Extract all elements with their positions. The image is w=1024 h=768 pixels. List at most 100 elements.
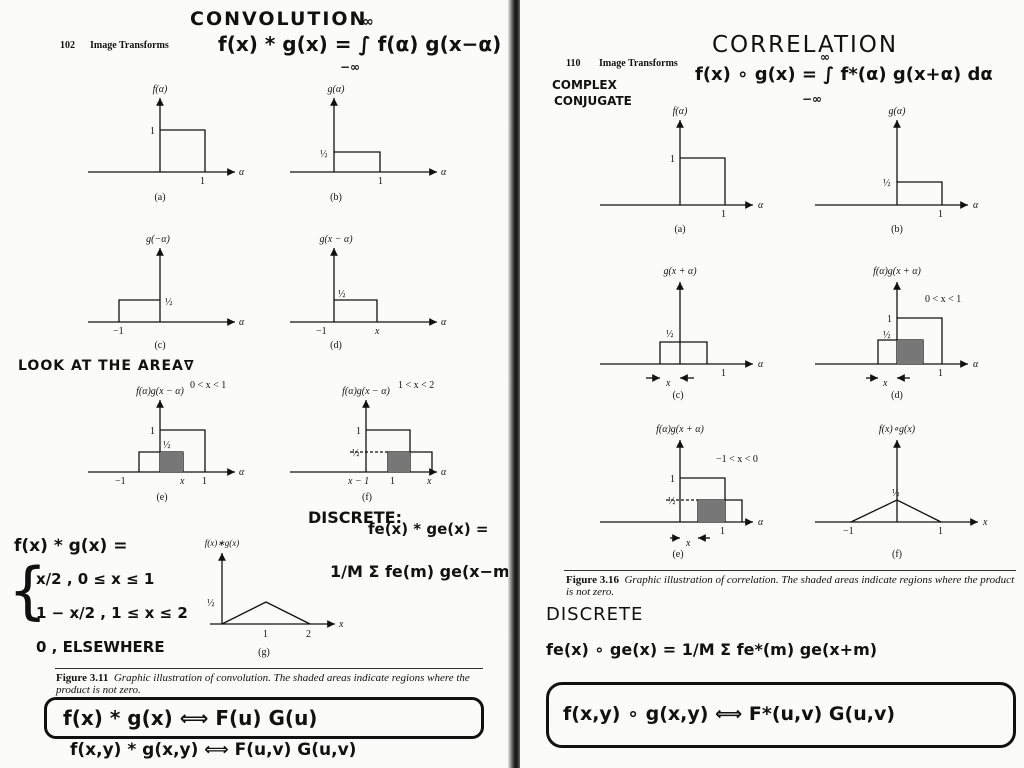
rfig-a-label: (a): [674, 224, 685, 235]
svg-text:1: 1: [150, 126, 155, 137]
svg-text:α: α: [758, 517, 764, 528]
piecewise-brace: {: [8, 554, 48, 627]
integral-lower-right: −∞: [802, 92, 823, 106]
note-complex: COMPLEX: [552, 78, 617, 92]
svg-text:−1: −1: [316, 326, 327, 337]
svg-text:α: α: [239, 317, 245, 328]
svg-text:½: ½: [320, 149, 328, 160]
svg-text:α: α: [758, 359, 764, 370]
svg-text:α: α: [758, 200, 764, 211]
running-head-right: Image Transforms: [599, 58, 678, 69]
correlation-formula: f(x) ∘ g(x) = ∫ f*(α) g(x+α) dα: [695, 64, 993, 85]
svg-text:1: 1: [202, 476, 207, 487]
caption-text: Graphic illustration of convolution. The…: [56, 672, 470, 696]
svg-text:½: ½: [666, 329, 674, 340]
svg-text:½: ½: [207, 598, 215, 609]
svg-text:α: α: [441, 467, 447, 478]
discrete-label: DISCRETE:: [308, 508, 402, 527]
svg-text:½: ½: [668, 496, 676, 507]
figure-caption-right: Figure 3.16 Graphic illustration of corr…: [566, 574, 1018, 598]
svg-text:1: 1: [390, 476, 395, 487]
svg-text:1: 1: [378, 176, 383, 187]
integral-upper-right: ∞: [820, 50, 830, 64]
svg-text:1: 1: [356, 426, 361, 437]
fig-e-label: (e): [156, 492, 167, 503]
discrete-formula-bottom: 1/M Σ fe(m) ge(x−m): [330, 562, 514, 581]
svg-text:½: ½: [338, 289, 346, 300]
svg-text:1: 1: [938, 526, 943, 537]
svg-text:½: ½: [163, 440, 171, 451]
right-page: 110 Image Transforms CORRELATION f(x) ∘ …: [520, 0, 1024, 768]
svg-text:α: α: [239, 467, 245, 478]
svg-text:1: 1: [670, 154, 675, 165]
fig-a-label: (a): [154, 192, 165, 203]
svg-text:½: ½: [165, 297, 173, 308]
svg-text:α: α: [973, 359, 979, 370]
rfig-c-label: (c): [672, 390, 683, 401]
svg-text:1: 1: [670, 474, 675, 485]
fig-f-range: 1 < x < 2: [398, 380, 434, 391]
rfig-e-label: (e): [672, 549, 683, 560]
svg-text:x: x: [665, 378, 671, 389]
fig-e-range-right: −1 < x < 0: [716, 454, 758, 465]
figure-caption: Figure 3.11 Graphic illustration of conv…: [56, 672, 486, 696]
svg-text:½: ½: [883, 178, 891, 189]
caption-rule: [55, 668, 483, 669]
convolution-theorem: f(x) * g(x) ⟺ F(u) G(u): [63, 706, 318, 730]
rfig-b-ylabel: g(α): [889, 106, 907, 117]
svg-text:1: 1: [200, 176, 205, 187]
note-conjugate: CONJUGATE: [554, 94, 632, 108]
discrete-formula-top: fe(x) * ge(x) =: [368, 520, 489, 538]
fig-d-ylabel: g(x − α): [319, 234, 353, 245]
svg-text:1: 1: [938, 209, 943, 220]
convolution-theorem-box: f(x) * g(x) ⟺ F(u) G(u): [44, 697, 484, 739]
fig-c-label: (c): [154, 340, 165, 351]
fig-e-range: 0 < x < 1: [190, 380, 226, 391]
note-look-area: LOOK AT THE AREA∇: [18, 358, 195, 374]
svg-text:1: 1: [938, 368, 943, 379]
fig-d-range-right: 0 < x < 1: [925, 294, 961, 305]
svg-text:x: x: [179, 476, 185, 487]
fig-f-ylabel: f(α)g(x − α): [342, 386, 390, 397]
page-number-right: 110: [566, 58, 581, 69]
rfig-f-ylabel: f(x)∘g(x): [879, 424, 916, 435]
rfig-d-label: (d): [891, 390, 903, 401]
left-page: 102 Image Transforms CONVOLUTION f(x) * …: [8, 8, 514, 760]
svg-text:x: x: [685, 538, 691, 549]
caption-label: Figure 3.11: [56, 672, 109, 684]
svg-text:x: x: [338, 619, 344, 630]
svg-text:1: 1: [263, 629, 268, 640]
svg-text:α: α: [441, 167, 447, 178]
rfig-d-ylabel: f(α)g(x + α): [873, 266, 921, 277]
svg-text:−1: −1: [115, 476, 126, 487]
convolution-title: CONVOLUTION: [190, 8, 368, 30]
svg-text:1: 1: [721, 209, 726, 220]
fig-c-ylabel: g(−α): [146, 234, 170, 245]
svg-text:x − 1: x − 1: [347, 476, 369, 487]
svg-text:1: 1: [150, 426, 155, 437]
piecewise-head: f(x) * g(x) =: [14, 536, 128, 556]
caption-text-right: Graphic illustration of correlation. The…: [566, 574, 1015, 598]
svg-text:½: ½: [892, 488, 900, 499]
piecewise-case-2: 1 − x/2 , 1 ≤ x ≤ 2: [36, 604, 188, 622]
discrete-label-right: DISCRETE: [546, 604, 644, 625]
fig-d-label: (d): [330, 340, 342, 351]
rfig-e-ylabel: f(α)g(x + α): [656, 424, 704, 435]
fig-a-ylabel: f(α): [153, 84, 168, 95]
fig-g-ylabel: f(x)∗g(x): [205, 538, 240, 548]
convolution-theorem-2d: f(x,y) * g(x,y) ⟺ F(u,v) G(u,v): [70, 740, 357, 760]
fig-e-ylabel: f(α)g(x − α): [136, 386, 184, 397]
svg-text:x: x: [882, 378, 888, 389]
svg-text:1: 1: [721, 368, 726, 379]
rfig-c-ylabel: g(x + α): [663, 266, 697, 277]
svg-text:½: ½: [883, 330, 891, 341]
svg-text:2: 2: [306, 629, 311, 640]
svg-text:1: 1: [887, 314, 892, 325]
svg-text:α: α: [441, 317, 447, 328]
svg-text:α: α: [239, 167, 245, 178]
running-head: Image Transforms: [90, 40, 169, 51]
caption-rule-right: [564, 570, 1016, 571]
integral-upper: ∞: [362, 14, 374, 30]
